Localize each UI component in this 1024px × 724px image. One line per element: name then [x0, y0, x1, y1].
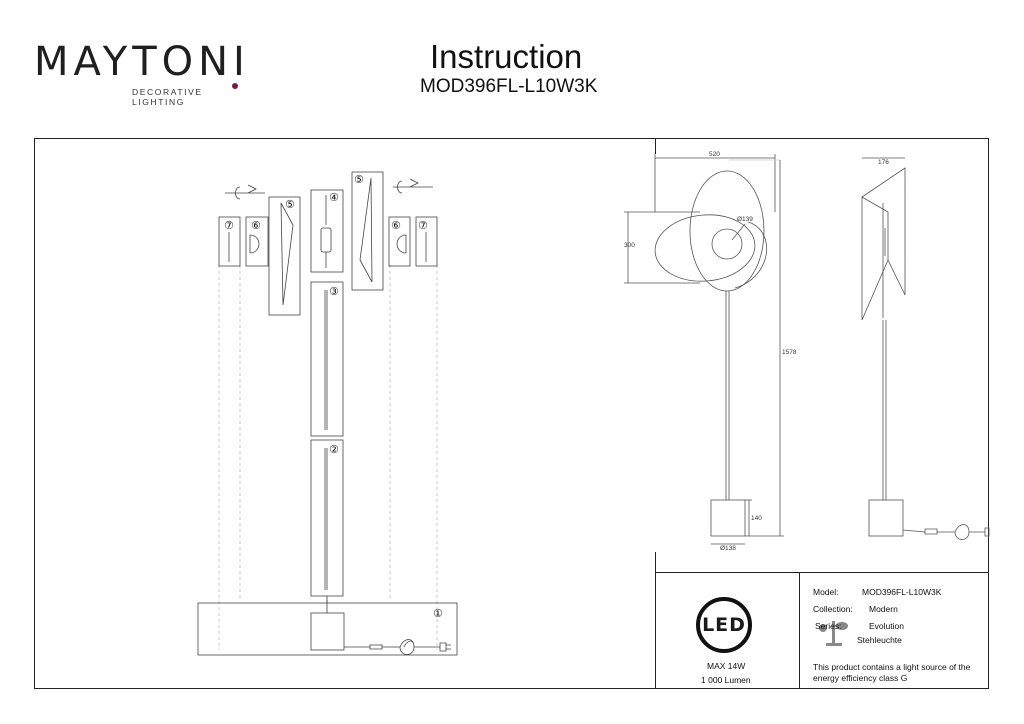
led-icon: LED	[696, 597, 752, 653]
part-number-6-right: ⑥	[391, 219, 401, 232]
brand-dot-icon	[232, 83, 238, 89]
dimension-head-height: 300	[624, 242, 635, 249]
model-label: Model:	[813, 587, 839, 597]
dimension-base-height: 140	[751, 515, 762, 522]
dimension-base-diameter: Ø138	[720, 545, 736, 552]
divider	[655, 138, 656, 154]
brand-logo: MAYTONI DECORATIVE LIGHTING	[34, 39, 250, 107]
led-lumen: 1 000 Lumen	[701, 675, 751, 685]
model-code: MOD396FL-L10W3K	[420, 76, 598, 97]
part-number-3: ③	[329, 285, 339, 298]
divider	[988, 138, 989, 154]
brand-name: MAYTONI	[34, 39, 250, 85]
part-number-2: ②	[329, 443, 339, 456]
part-number-5-left: ⑤	[285, 198, 295, 211]
part-number-1: ①	[433, 607, 443, 620]
energy-note-line1: This product contains a light source of …	[813, 662, 971, 672]
led-power: MAX 14W	[707, 661, 746, 671]
spec-panel	[655, 572, 989, 689]
series-label: Series:	[815, 621, 842, 631]
dimension-total-height: 1578	[782, 349, 797, 356]
dimension-head-diameter: Ø139	[737, 216, 753, 223]
dimension-side-width: 176	[878, 159, 889, 166]
collection-label: Collection:	[813, 604, 853, 614]
product-type: Stehleuchte	[857, 635, 902, 645]
series-value: Evolution	[869, 621, 904, 631]
part-number-5-right: ⑤	[354, 173, 364, 186]
brand-tagline: DECORATIVE LIGHTING	[132, 87, 203, 107]
part-number-7-right: ⑦	[418, 219, 428, 232]
energy-note-line2: energy efficiency class G	[813, 673, 908, 683]
dimension-width: 520	[709, 151, 720, 158]
part-number-4: ④	[329, 191, 339, 204]
part-number-6-left: ⑥	[251, 219, 261, 232]
divider	[799, 572, 800, 689]
part-number-7-left: ⑦	[224, 219, 234, 232]
collection-value: Modern	[869, 604, 898, 614]
drawing-frame	[34, 138, 989, 689]
page-title: Instruction	[430, 38, 583, 75]
model-value: MOD396FL-L10W3K	[862, 587, 942, 597]
